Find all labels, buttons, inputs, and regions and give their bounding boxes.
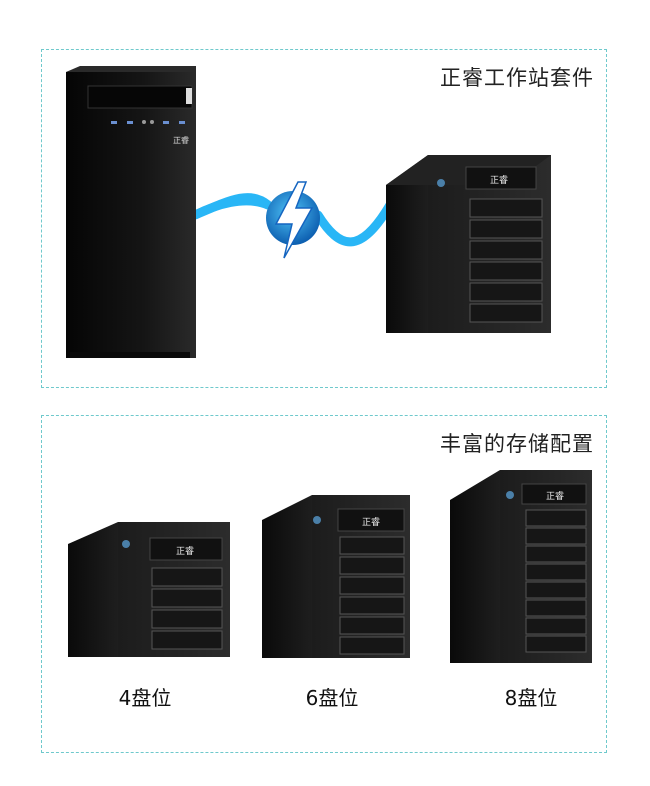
workstation-kit-panel: 正睿工作站套件 (41, 49, 607, 388)
storage-options-title: 丰富的存储配置 (440, 432, 594, 456)
storage-options-panel: 丰富的存储配置 (41, 415, 607, 753)
bay-label-6: 6盘位 (305, 686, 359, 710)
bay-label-8: 8盘位 (504, 686, 558, 710)
workstation-kit-title: 正睿工作站套件 (440, 66, 594, 90)
svg-text:正睿: 正睿 (546, 490, 564, 502)
svg-text:正睿: 正睿 (176, 545, 194, 557)
thunderbolt-icon (266, 181, 320, 259)
workstation-pc-tower (66, 66, 196, 358)
storage-kit-brand-logo: 正睿 (490, 174, 508, 186)
svg-text:正睿: 正睿 (362, 516, 380, 528)
storage-device-8-bay: 正睿 (450, 470, 592, 663)
storage-device-6-bay: 正睿 (262, 495, 410, 658)
storage-device-kit: 正睿 (386, 155, 551, 333)
bay-label-4: 4盘位 (118, 686, 172, 710)
storage-device-4-bay: 正睿 (68, 522, 230, 657)
pc-brand-logo: 正睿 (173, 136, 189, 145)
